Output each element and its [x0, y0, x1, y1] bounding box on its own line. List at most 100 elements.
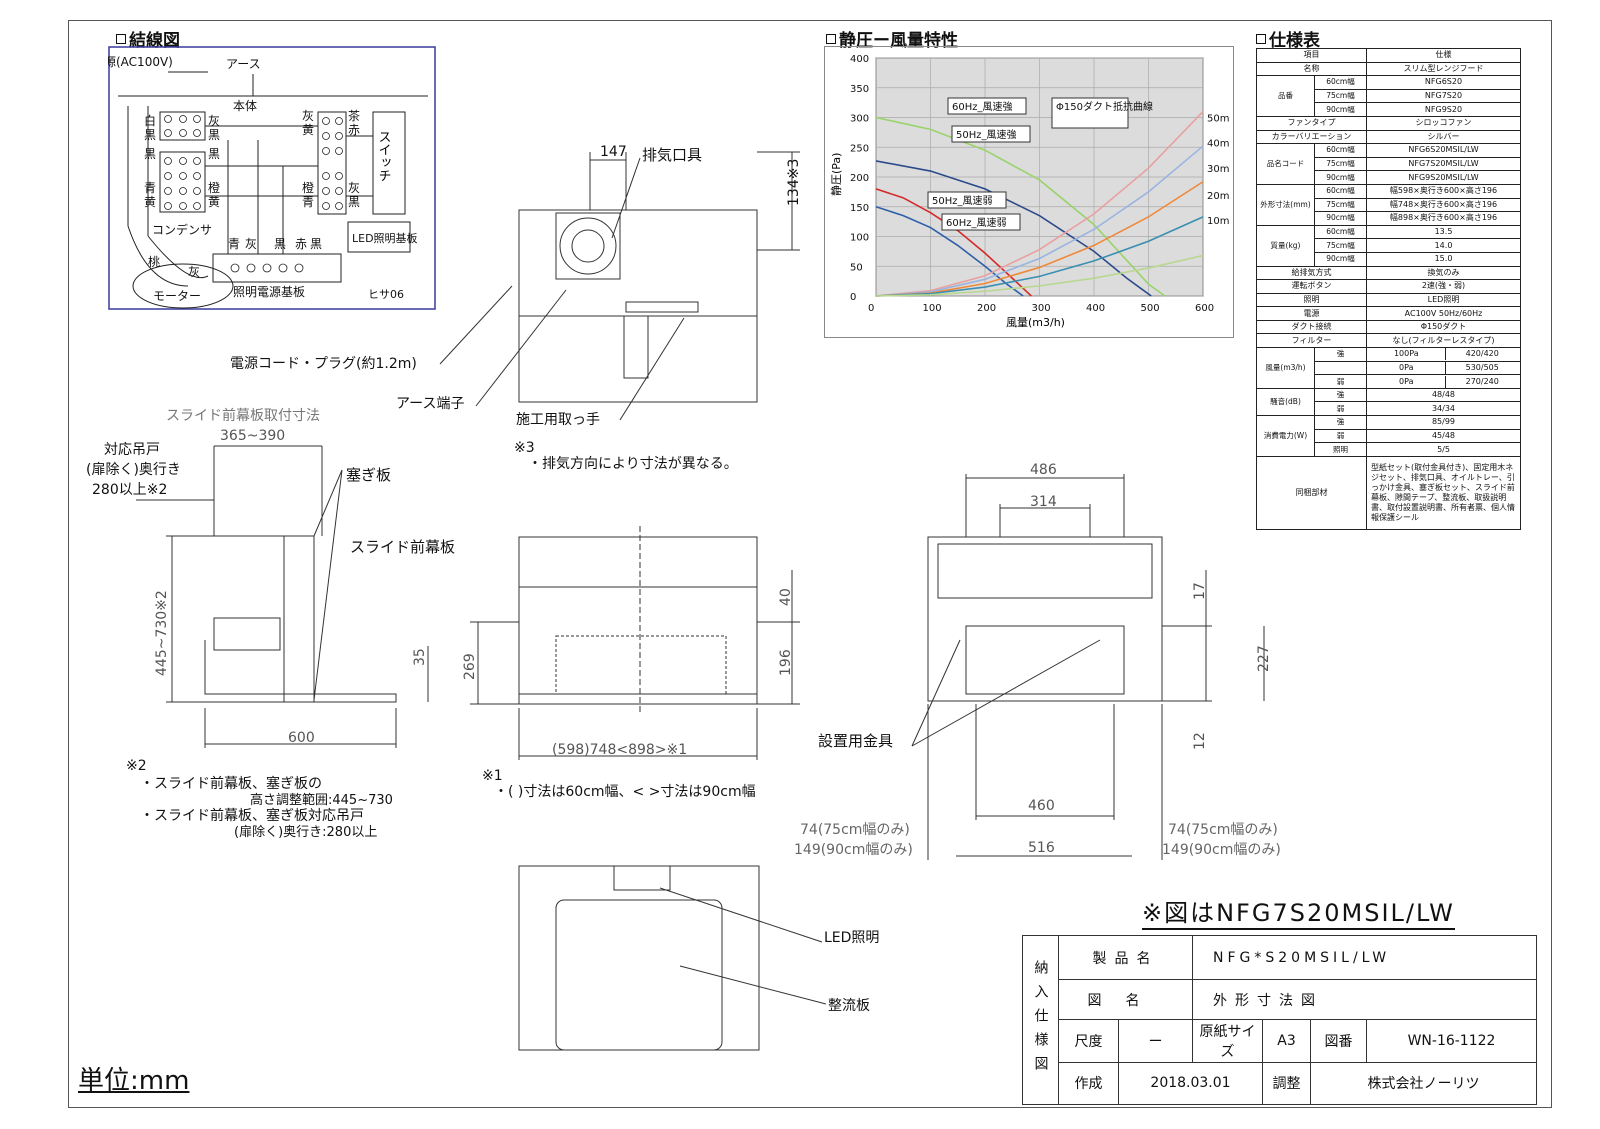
x-tick-label: 200	[977, 303, 996, 314]
dim-74-left: 74(75cm幅のみ)	[800, 822, 910, 838]
note2-line-b: 高さ調整範囲:445~730	[250, 792, 393, 808]
wiring-title: 結線図	[116, 26, 180, 51]
series-line-50Hz_風速強	[875, 160, 1152, 297]
spec-row: 給排気方式換気のみ	[1256, 265, 1521, 281]
dim-600: 600	[288, 730, 315, 746]
cabinet-label-3: 280以上※2	[92, 482, 167, 498]
spec-cell: 品名コード	[1256, 143, 1315, 185]
wire-label: 青	[228, 237, 240, 251]
y-tick-label: 200	[850, 173, 869, 184]
annotation-50hz-strong: 50Hz_風速強	[956, 128, 1017, 141]
title-block: 納入仕様図 製品名 NFG*S20MSIL/LW 図名 外形寸法図 尺度 ー 原…	[1022, 934, 1538, 1106]
paper-size: A3	[1262, 1019, 1311, 1063]
adjust-label: 調整	[1262, 1061, 1311, 1106]
dim-445-730: 445~730※2	[154, 590, 170, 676]
note3-text: ・排気方向により寸法が異なる。	[528, 456, 738, 472]
x-tick-label: 600	[1195, 303, 1214, 314]
airflow-pressure: 0Pa	[1368, 362, 1446, 374]
annotation-duct: Φ150ダクト抵抗曲線	[1056, 100, 1153, 113]
wire-label: 黄	[144, 195, 156, 209]
closing-plate-label: 塞ぎ板	[346, 466, 391, 484]
spec-cell: 外形寸法(mm)	[1256, 183, 1315, 226]
note3-mark: ※3	[514, 440, 535, 456]
dim-17: 17	[1192, 582, 1208, 600]
dim-width: (598)748<898>※1	[552, 742, 687, 758]
y-tick-label: 250	[850, 143, 869, 154]
wire-label: 橙	[208, 180, 220, 195]
spec-cell: 騒音(dB)	[1256, 387, 1315, 417]
wire-label: 黒	[274, 237, 286, 251]
y-tick-label: 150	[850, 203, 869, 214]
dim-460: 460	[1028, 798, 1055, 814]
series-line-20m	[875, 216, 1204, 297]
dim-314: 314	[1030, 494, 1057, 510]
series-line-10m	[875, 254, 1204, 297]
unit-label: 単位:mm	[78, 1066, 190, 1096]
pq-xlabel: 風量(m3/h)	[1006, 316, 1065, 329]
scale-label: 尺度	[1058, 1019, 1119, 1063]
spec-cell: 質量(kg)	[1256, 224, 1315, 267]
x-tick-label: 100	[923, 303, 942, 314]
wire-label: 黒	[208, 147, 220, 161]
company-name: 株式会社ノーリツ	[1309, 1061, 1538, 1106]
drawing-frame	[68, 20, 1552, 1108]
dim-74-right: 74(75cm幅のみ)	[1168, 822, 1278, 838]
wiring-earth-label: アース	[226, 57, 261, 71]
spec-row: 名称スリム型レンジフード	[1256, 61, 1521, 77]
note1-mark: ※1	[482, 768, 503, 784]
paper-size-label: 原紙サイズ	[1192, 1019, 1263, 1063]
wiring-diagram: 電源(AC100V) アース 本体 白 黒 灰 黒 黒 青 黄 黒 橙 黄 灰 …	[108, 46, 436, 310]
wire-label: 橙	[302, 180, 314, 195]
slide-plate-title: スライド前幕板取付寸法	[166, 407, 320, 424]
dim-149-left: 149(90cm幅のみ)	[794, 842, 913, 858]
y-tick-label: 400	[850, 54, 869, 65]
wire-label: 灰	[208, 114, 220, 128]
airflow-value: 420/420	[1465, 349, 1499, 359]
light-board-label: 照明電源基板	[233, 285, 305, 299]
wire-label: 灰	[302, 109, 314, 123]
product-name: NFG*S20MSIL/LW	[1191, 934, 1538, 981]
led-label: LED照明	[824, 930, 879, 946]
handle-label: 施工用取っ手	[516, 412, 600, 428]
note1-text: ・( )寸法は60cm幅、< >寸法は90cm幅	[494, 784, 756, 800]
wire-label: 灰	[245, 237, 257, 251]
slide-plate-label: スライド前幕板	[350, 538, 455, 556]
x-tick-label: 500	[1141, 303, 1160, 314]
series-line-50m	[875, 110, 1204, 297]
right-axis-label: 20m	[1207, 191, 1229, 202]
right-axis-label: 50m	[1207, 114, 1229, 125]
scale-value: ー	[1118, 1019, 1193, 1063]
right-axis-label: 40m	[1207, 138, 1229, 149]
wire-label: 灰	[188, 265, 200, 279]
x-tick-label: 300	[1032, 303, 1051, 314]
y-tick-label: 0	[850, 292, 856, 303]
dim-134: 134※3	[786, 159, 802, 206]
spec-cell: 消費電力(W)	[1256, 415, 1315, 457]
airflow-pressure: 100Pa	[1368, 348, 1446, 361]
annotation-60hz-weak: 60Hz_風速弱	[946, 217, 1007, 229]
drawing-no: WN-16-1122	[1365, 1019, 1538, 1063]
product-name-label: 製品名	[1058, 934, 1193, 981]
dim-269: 269	[462, 653, 478, 680]
airflow-value: 530/505	[1465, 362, 1499, 372]
earth-terminal-label: アース端子	[396, 396, 464, 412]
dim-516: 516	[1028, 840, 1055, 856]
made-label: 作成	[1058, 1061, 1119, 1106]
spec-row: フィルターなし(フィルターレスタイプ)	[1256, 333, 1521, 349]
right-axis-label: 10m	[1207, 216, 1229, 227]
dim-149-right: 149(90cm幅のみ)	[1162, 842, 1281, 858]
pq-ylabel: 静圧(Pa)	[829, 153, 843, 196]
spec-cell: 風量(m3/h)	[1256, 347, 1315, 389]
